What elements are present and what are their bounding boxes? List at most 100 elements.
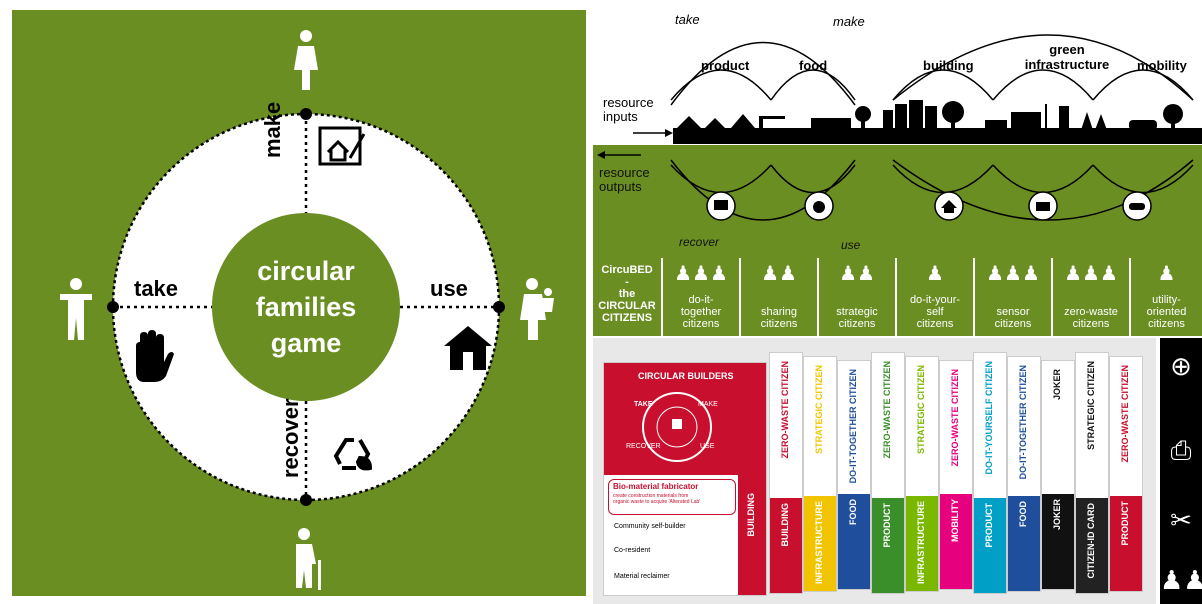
citizen-label: citizens [760,318,798,330]
parent-child-icon: ♟ [1157,263,1176,285]
center-circle [212,213,400,401]
recycle-icon [333,438,373,471]
cycle-food: food [799,58,828,73]
cards-photo: CIRCULAR BUILDERS TAKE MAKE USE RECOVER … [593,338,1156,604]
card-color-band [1076,498,1108,593]
card-title: ZERO-WASTE CITIZEN [780,361,790,459]
role-note-line-1: create construction materials from [613,493,689,499]
card-title: STRATEGIC CITIZEN [916,365,926,454]
card-category: FOOD [848,499,858,525]
cycle-green: green [1049,42,1085,57]
center-title: circular families game [212,253,400,361]
card-category: FOOD [1018,501,1028,527]
cycle-product: product [701,58,750,73]
circular-game-panel: circular families game make take use rec… [12,10,586,596]
card-title: ZERO-WASTE CITIZEN [882,361,892,459]
label-recover: recover [679,235,720,249]
citizens-panel: take make recover use product food build… [593,0,1202,604]
phase-take: take [134,276,179,301]
main-card: CIRCULAR BUILDERS TAKE MAKE USE RECOVER … [603,362,767,596]
citizen-label: utility- [1152,294,1181,306]
wheel-make: MAKE [698,401,718,408]
trio-icon: ♟♟♟ [986,263,1040,285]
mother-child-icon [520,278,554,340]
card-color-band [804,496,836,591]
outputs-line-2: outputs [599,179,642,194]
card-category: MOBILITY [950,499,960,542]
resource-flow-diagram [593,34,1202,258]
citizen-label: citizens [838,318,876,330]
card-title: STRATEGIC CITIZEN [814,365,824,454]
citizen-label: strategic [836,306,878,318]
role-self-builder: Community self-builder [614,523,686,530]
citizen-label: citizens [994,318,1032,330]
group-icon: ♟♟♟ [674,263,728,285]
card-category: PRODUCT [984,503,994,548]
card-category: INFRASTRUCTURE [916,501,926,584]
role-co-resident: Co-resident [614,547,651,554]
citizen-label: do-it- [688,294,714,306]
main-card-footer: BUILDING [746,493,756,537]
citizen-label: citizens [916,318,954,330]
citizen-label: together [680,306,722,318]
family-icon: ♟♟♟ [1064,263,1118,285]
card-color-band [940,494,972,589]
phase-use: use [430,276,468,301]
card-color-band [1042,494,1074,589]
card-category: CITIZEN-ID CARD [1086,503,1096,579]
citizens-header-cell: CircuBED - the CIRCULAR CITIZENS [593,258,661,336]
citizen-label: sharing [760,306,798,318]
header-line-3: the [618,288,636,300]
card-category: INFRASTRUCTURE [814,501,824,584]
wheel-recover: RECOVER [626,443,661,450]
blueprint-icon [318,126,366,166]
hand-icon [136,330,174,382]
card-category: BUILDING [780,503,790,547]
citizen-card-strip: ZERO-WASTE CITIZEN PRODUCT [871,352,905,594]
woman-icon [294,30,318,90]
card-title: STRATEGIC CITIZEN [1086,361,1096,450]
citizen-card-strip: JOKER JOKER [1041,360,1075,590]
card-color-band [974,498,1006,593]
cycle-wheel-icon [642,392,712,462]
printer-icon: ⎙ [1170,435,1192,465]
citizen-label: citizens [1072,318,1110,330]
center-line-2: families [255,292,357,322]
role-bio-material: Bio-material fabricator [613,482,699,491]
citizen-card-strip: DO-IT-TOGETHER CITIZEN FOOD [837,360,871,590]
card-category: PRODUCT [1120,501,1130,546]
cycle-mobility: mobility [1137,58,1187,73]
card-color-band [906,496,938,591]
tool-sidebar [1160,338,1202,604]
card-title: DO-IT-TOGETHER CITIZEN [848,369,858,484]
wheel-take: TAKE [634,401,653,408]
citizen-label: citizens [1148,318,1185,330]
game-wheel [60,30,554,590]
main-card-header [604,363,766,475]
laptop-globe-icon: ⊕ [1170,351,1192,381]
card-category: PRODUCT [882,503,892,548]
man-icon [60,278,92,340]
role-note-line-2: organic waste to acquire 'Alterated Lab' [613,499,701,505]
cycle-building: building [923,58,974,73]
citizen-label: self [926,306,944,318]
wheel-use: USE [700,443,715,450]
card-category: JOKER [1052,499,1062,531]
elder-pair-icon: ♟♟ [839,263,875,285]
main-card-title: CIRCULAR BUILDERS [638,371,734,381]
resource-outputs-label: resource outputs [599,166,650,194]
center-line-1: circular [257,256,355,286]
header-line-2: - [625,276,629,288]
person-icon: ♟ [926,263,944,285]
citizen-label: zero-waste [1064,306,1118,318]
card-title: ZERO-WASTE CITIZEN [950,369,960,467]
house-icon [444,326,492,370]
header-line-1: CircuBED [601,264,653,276]
card-title: JOKER [1052,369,1062,401]
